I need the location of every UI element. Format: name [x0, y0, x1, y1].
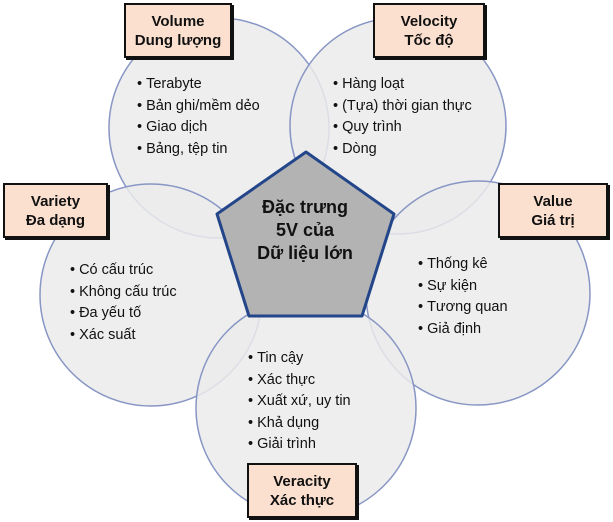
- veracity-title-vi: Xác thực: [269, 491, 335, 509]
- value-list: Thống kê Sự kiện Tương quan Giả định: [418, 254, 508, 340]
- value-title-vi: Giá trị: [531, 211, 575, 229]
- variety-label: Variety Đa dạng: [3, 183, 108, 238]
- veracity-label: Veracity Xác thực: [247, 463, 357, 518]
- value-title-en: Value: [533, 192, 573, 210]
- volume-title-vi: Dung lượng: [134, 31, 222, 49]
- velocity-label: Velocity Tốc độ: [373, 3, 485, 58]
- list-item: Không cấu trúc: [70, 282, 177, 304]
- volume-title-en: Volume: [151, 12, 205, 30]
- list-item: Hàng loạt: [333, 74, 472, 96]
- variety-title-en: Variety: [30, 192, 81, 210]
- list-item: Khả dụng: [248, 413, 351, 435]
- list-item: Thống kê: [418, 254, 508, 276]
- list-item: Xác thực: [248, 370, 351, 392]
- variety-list: Có cấu trúc Không cấu trúc Đa yếu tố Xác…: [70, 260, 177, 346]
- list-item: Dòng: [333, 139, 472, 161]
- list-item: Xác suất: [70, 325, 177, 347]
- veracity-title-en: Veracity: [273, 472, 331, 490]
- list-item: Giao dịch: [137, 117, 260, 139]
- veracity-list: Tin cậy Xác thực Xuất xứ, uy tin Khả dụn…: [248, 348, 351, 456]
- list-item: Đa yếu tố: [70, 303, 177, 325]
- center-line: Đặc trưng: [261, 197, 349, 217]
- list-item: Bản ghi/mềm dẻo: [137, 96, 260, 118]
- center-title: Đặc trưng 5V của Dữ liệu lớn: [230, 196, 380, 265]
- list-item: Bảng, tệp tin: [137, 139, 260, 161]
- list-item: Giải trình: [248, 434, 351, 456]
- center-pentagon: [215, 150, 396, 318]
- volume-label: Volume Dung lượng: [124, 3, 232, 58]
- list-item: Giả định: [418, 319, 508, 341]
- volume-list: Terabyte Bản ghi/mềm dẻo Giao dịch Bảng,…: [137, 74, 260, 160]
- list-item: Tin cậy: [248, 348, 351, 370]
- center-line: 5V của: [275, 220, 335, 240]
- list-item: Quy trình: [333, 117, 472, 139]
- list-item: (Tựa) thời gian thực: [333, 96, 472, 118]
- list-item: Terabyte: [137, 74, 260, 96]
- list-item: Sự kiện: [418, 276, 508, 298]
- center-line: Dữ liệu lớn: [257, 243, 353, 263]
- velocity-title-vi: Tốc độ: [404, 31, 454, 49]
- value-label: Value Giá trị: [498, 183, 608, 238]
- variety-title-vi: Đa dạng: [25, 211, 86, 229]
- list-item: Có cấu trúc: [70, 260, 177, 282]
- velocity-list: Hàng loạt (Tựa) thời gian thực Quy trình…: [333, 74, 472, 160]
- velocity-title-en: Velocity: [400, 12, 458, 30]
- list-item: Xuất xứ, uy tin: [248, 391, 351, 413]
- list-item: Tương quan: [418, 297, 508, 319]
